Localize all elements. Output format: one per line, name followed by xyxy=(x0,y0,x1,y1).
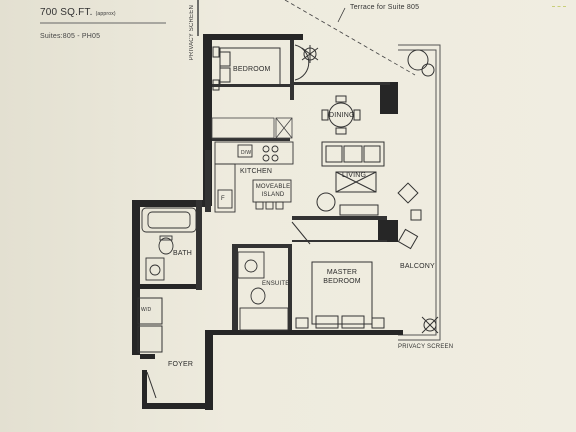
terrace-boundary xyxy=(284,0,416,76)
master-bed xyxy=(291,221,385,329)
dining-table xyxy=(321,95,361,135)
room-label-dining: DINING xyxy=(329,112,355,119)
room-label-living: LIVING xyxy=(342,172,367,179)
suites-label: Suites:805 - PH05 xyxy=(40,33,101,40)
room-label-kitchen: KITCHEN xyxy=(240,168,273,175)
room-label-ensuite: ENSUITE xyxy=(262,281,290,287)
room-label-fridge: F xyxy=(221,196,225,202)
living-sofa xyxy=(316,141,385,216)
room-label-island: MOVEABLE ISLAND xyxy=(255,184,291,198)
laundry-closet xyxy=(137,297,163,399)
highlight-mark xyxy=(552,6,566,15)
terrace-plant xyxy=(301,45,435,77)
privacy-screen-bottom-label: PRIVACY SCREEN xyxy=(398,344,454,350)
terrace-text: Terrace for Suite 805 xyxy=(350,4,420,11)
kitchen-counters xyxy=(214,141,294,213)
room-label-dw: D/W xyxy=(241,150,252,156)
terrace-pointer xyxy=(337,7,346,23)
moveable-island xyxy=(252,179,292,210)
room-label-wd: W/D xyxy=(141,307,152,313)
exterior-walls xyxy=(132,34,403,410)
ensuite-fixtures xyxy=(237,251,289,331)
bath-fixtures xyxy=(141,207,197,281)
balcony-outline xyxy=(398,44,441,341)
bedroom-bed xyxy=(212,44,310,91)
room-label-bath: BATH xyxy=(173,250,192,257)
area-label: 700 SQ.FT. (approx) xyxy=(40,7,116,18)
room-label-balcony: BALCONY xyxy=(400,263,435,270)
terrace-label: Terrace for Suite 805 xyxy=(350,3,419,12)
room-label-bedroom: BEDROOM xyxy=(233,66,271,73)
area-value: 700 SQ.FT. xyxy=(40,7,93,18)
room-label-foyer: FOYER xyxy=(168,361,194,368)
area-note: (approx) xyxy=(95,11,116,17)
balcony-furniture xyxy=(397,182,439,334)
bedroom-closet xyxy=(211,117,293,139)
room-label-master: MASTER BEDROOM xyxy=(323,269,361,285)
